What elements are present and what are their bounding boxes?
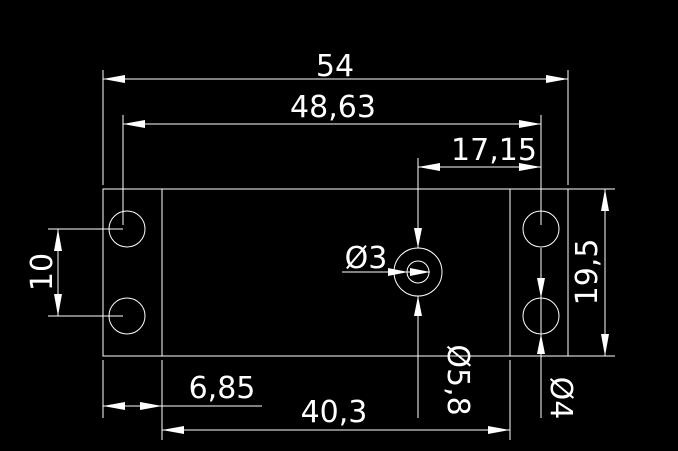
dim-vertical-spacing-text: 10 [25,253,60,291]
dim-hole-spacing: 48,63 [122,90,542,225]
dim-overall-length-text: 54 [316,49,354,84]
callout-large-circle-text: Ø5,8 [440,344,475,415]
dim-left-offset: 6,85 [102,360,262,440]
callout-small-hole-text: Ø3 [345,241,388,276]
callout-side-hole: Ø4 [537,248,578,419]
dim-center-to-right-hole: 17,15 [414,133,541,248]
callout-small-hole: Ø3 [342,241,430,276]
dim-inner-width: 40,3 [162,360,511,440]
dim-inner-width-text: 40,3 [301,395,368,430]
dim-overall-length: 54 [102,49,569,185]
dim-hole-vertical-spacing: 10 [25,228,123,317]
dim-height-text: 19,5 [570,239,605,306]
dim-hole-spacing-text: 48,63 [290,90,376,125]
callout-side-hole-text: Ø4 [543,377,578,420]
dim-height: 19,5 [568,188,615,357]
dim-center-to-right-text: 17,15 [451,133,537,168]
dim-left-offset-text: 6,85 [189,371,256,406]
part-outline [102,188,569,357]
callout-large-circle: Ø5,8 [414,296,475,418]
